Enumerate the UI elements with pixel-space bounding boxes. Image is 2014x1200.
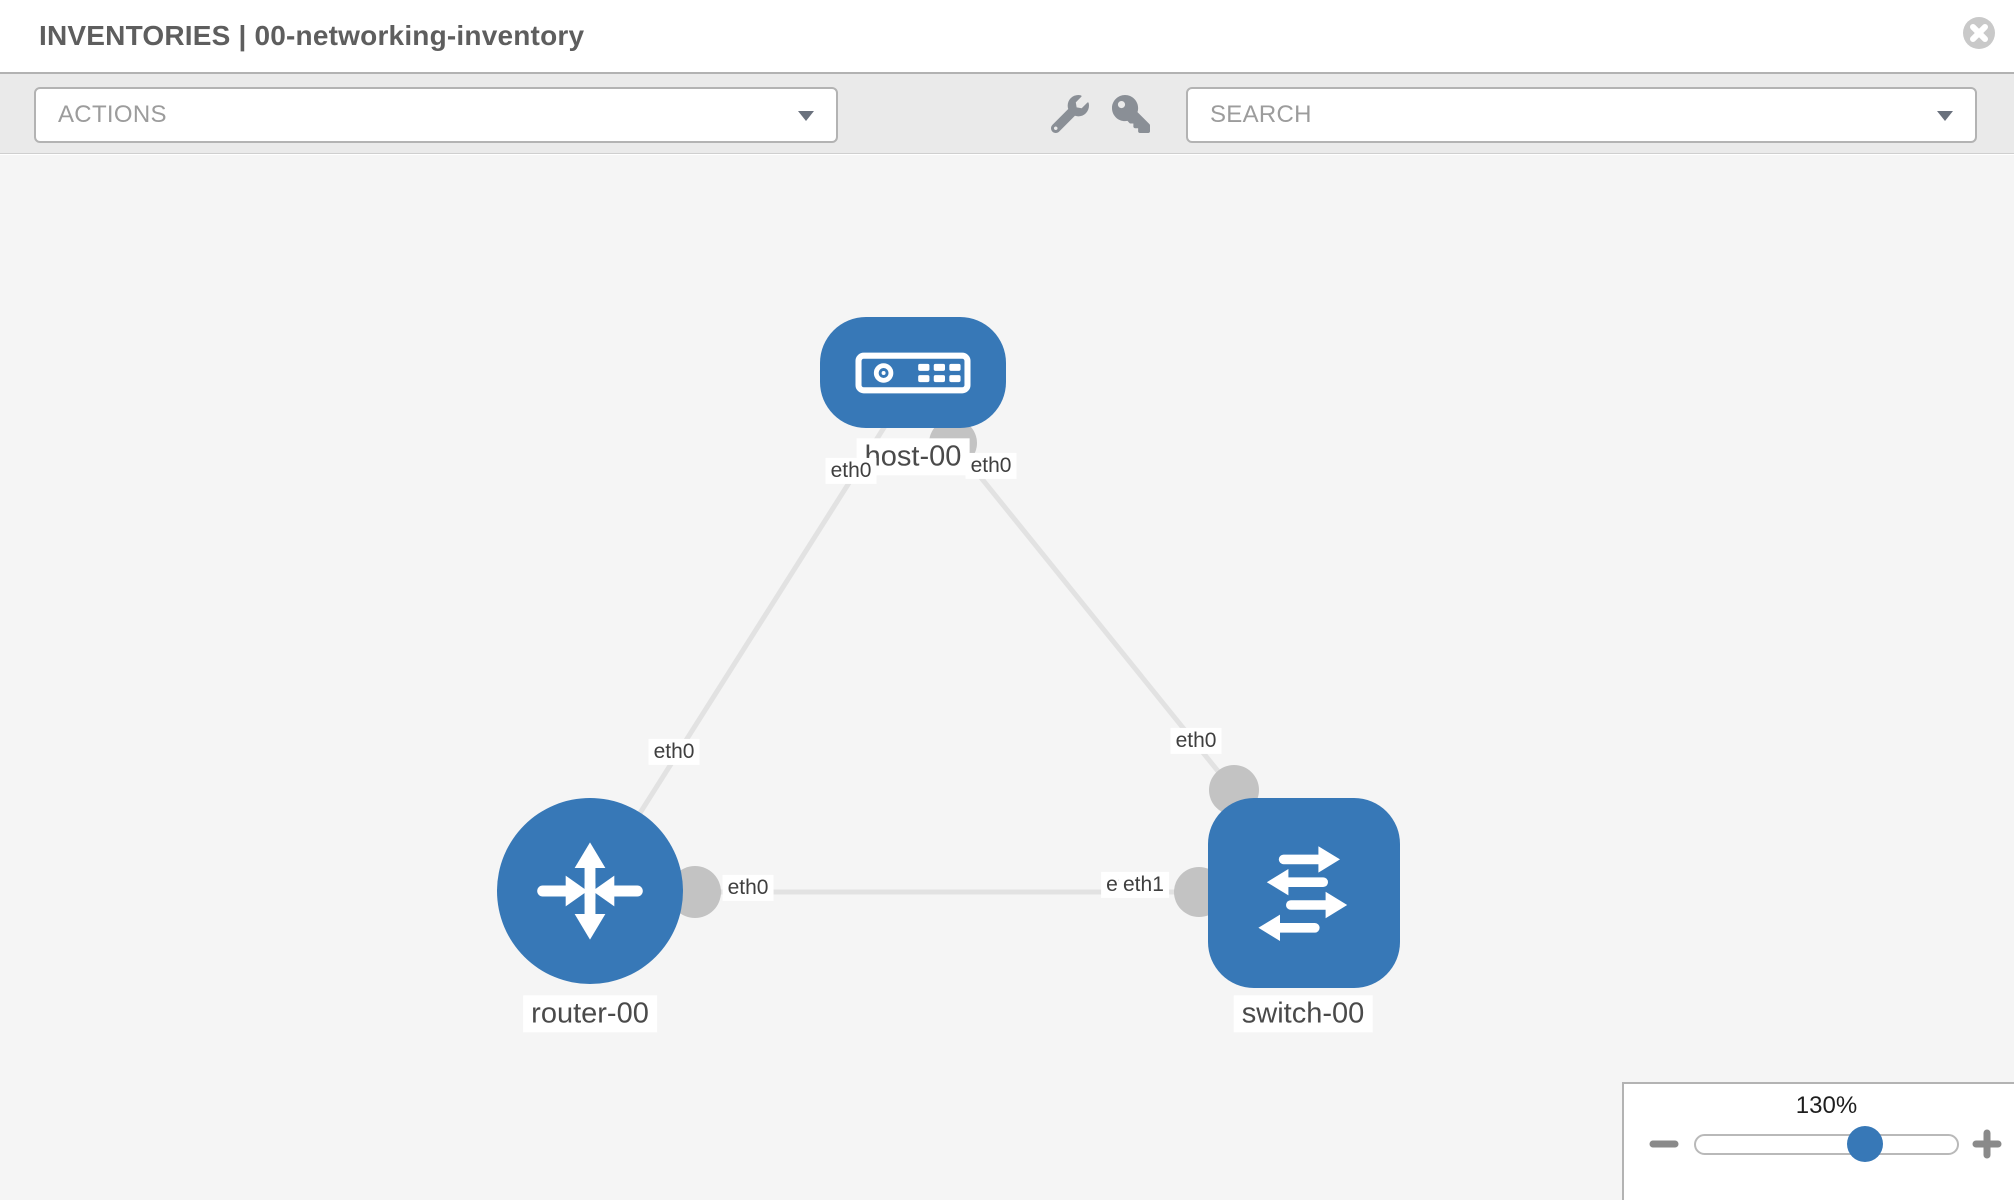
caret-down-icon: [1937, 111, 1953, 121]
close-icon: [1963, 17, 1995, 49]
wrench-icon: [1050, 95, 1089, 134]
minus-icon: [1649, 1140, 1679, 1148]
zoom-slider-thumb[interactable]: [1847, 1126, 1883, 1162]
credentials-button[interactable]: [1112, 95, 1150, 133]
zoom-value: 130%: [1795, 1092, 1858, 1119]
zoom-in-button[interactable]: [1972, 1129, 2002, 1159]
node-label-router-00: router-00: [523, 995, 657, 1033]
zoom-out-button[interactable]: [1649, 1129, 1679, 1159]
node-host-00[interactable]: [820, 317, 1006, 428]
router-icon: [537, 842, 643, 940]
search-placeholder: SEARCH: [1210, 101, 1312, 128]
plus-icon: [1972, 1129, 2002, 1159]
interface-label-router-switch-eth0: eth0: [722, 874, 774, 902]
switch-icon: [1258, 846, 1348, 941]
configure-button[interactable]: [1050, 95, 1089, 134]
toolbar: ACTIONS SEARCH: [0, 72, 2014, 154]
actions-dropdown-label: ACTIONS: [58, 101, 167, 128]
actions-dropdown[interactable]: ACTIONS: [34, 87, 838, 143]
search-dropdown[interactable]: SEARCH: [1186, 87, 1977, 143]
interface-label-host-eth0-left: eth0: [825, 457, 877, 485]
interface-label-switch-eth1: eth1: [1118, 871, 1169, 899]
host-icon: [855, 352, 971, 393]
topology-edges-layer: [587, 419, 1303, 918]
node-router-00[interactable]: [497, 798, 683, 984]
interface-label-host-eth0-right: eth0: [965, 452, 1017, 480]
close-button[interactable]: [1962, 16, 1996, 50]
zoom-panel: 130%: [1622, 1082, 2014, 1200]
interface-label-host-switch-eth0: eth0: [1170, 727, 1222, 755]
header-bar: INVENTORIES | 00-networking-inventory: [0, 0, 2014, 72]
interface-label-pair-switch: eth0 eth1: [1101, 871, 1169, 899]
key-icon: [1112, 95, 1150, 133]
page-title: INVENTORIES | 00-networking-inventory: [39, 20, 585, 51]
node-switch-00[interactable]: [1208, 798, 1400, 988]
interface-label-router-host-eth0: eth0: [648, 738, 700, 766]
topology-canvas[interactable]: host-00 router-00 switch-00 eth0 eth0 et…: [0, 155, 2014, 1200]
caret-down-icon: [798, 111, 814, 121]
node-label-switch-00: switch-00: [1233, 995, 1373, 1033]
zoom-slider-track[interactable]: [1694, 1134, 1959, 1155]
